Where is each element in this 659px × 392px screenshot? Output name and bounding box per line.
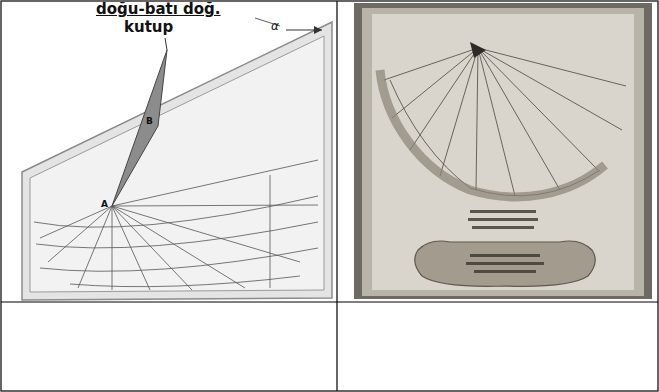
pole-label: kutup	[124, 20, 173, 35]
angle-label: α	[271, 20, 279, 32]
axis-label: doğu-batı doğ.	[96, 2, 221, 17]
point-label: B	[146, 117, 153, 126]
point-label: A	[101, 200, 108, 209]
